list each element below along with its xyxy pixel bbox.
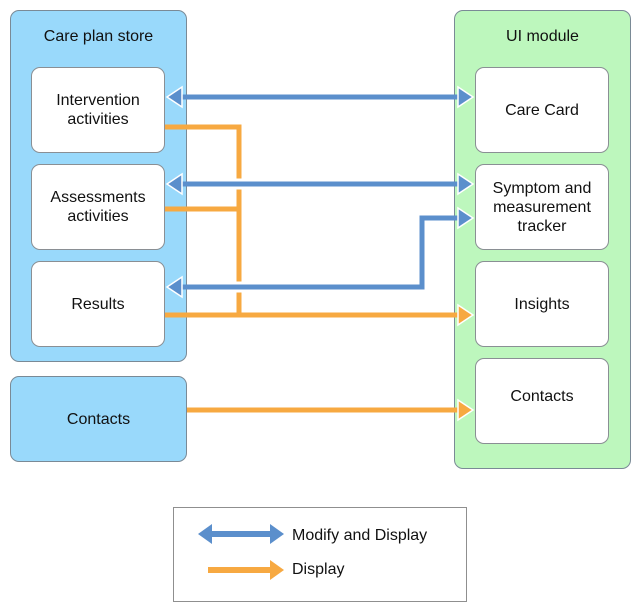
insights-label: Insights — [514, 295, 570, 313]
legend-modify-label: Modify and Display — [292, 527, 428, 544]
insights-node[interactable]: Insights — [475, 261, 609, 347]
symptom-tracker-node[interactable]: Symptom and measurement tracker — [475, 164, 609, 250]
modify-arrowhead-results — [165, 275, 183, 299]
symptom-tracker-label: Symptom and measurement tracker — [492, 179, 592, 235]
legend-modify-arrow-icon — [198, 524, 284, 544]
assessments-activities-node[interactable]: Assessments activities — [31, 164, 165, 250]
modify-arrowhead-tracker-1 — [457, 172, 475, 196]
care-card-node[interactable]: Care Card — [475, 67, 609, 153]
contacts-store-node[interactable]: Contacts — [10, 376, 187, 462]
ui-module-title: UI module — [506, 28, 579, 45]
modify-arrowhead-tracker-2 — [457, 206, 475, 230]
modify-arrowhead-carecard — [457, 85, 475, 109]
intervention-activities-node[interactable]: Intervention activities — [31, 67, 165, 153]
intervention-activities-label: Intervention activities — [56, 92, 140, 128]
legend: Modify and Display Display — [173, 507, 467, 602]
contacts-node[interactable]: Contacts — [475, 358, 609, 444]
display-line-intervention — [165, 124, 242, 315]
legend-display-arrow-icon — [208, 560, 284, 580]
display-arrowhead-contacts — [457, 398, 475, 422]
assessments-activities-label: Assessments activities — [50, 189, 146, 225]
results-label: Results — [71, 295, 125, 313]
contacts-store-label: Contacts — [66, 410, 131, 428]
modify-line-results-tracker — [180, 215, 460, 290]
care-plan-store-title: Care plan store — [43, 28, 154, 45]
modify-connections — [165, 85, 475, 299]
contacts-label: Contacts — [510, 387, 574, 405]
display-arrowhead-insights — [457, 303, 475, 327]
care-card-label: Care Card — [505, 101, 579, 119]
display-connections — [165, 124, 475, 422]
modify-arrowhead-intervention — [165, 85, 183, 109]
modify-arrowhead-assessments — [165, 172, 183, 196]
legend-icons — [198, 524, 284, 580]
legend-display-label: Display — [292, 561, 345, 578]
results-node[interactable]: Results — [31, 261, 165, 347]
